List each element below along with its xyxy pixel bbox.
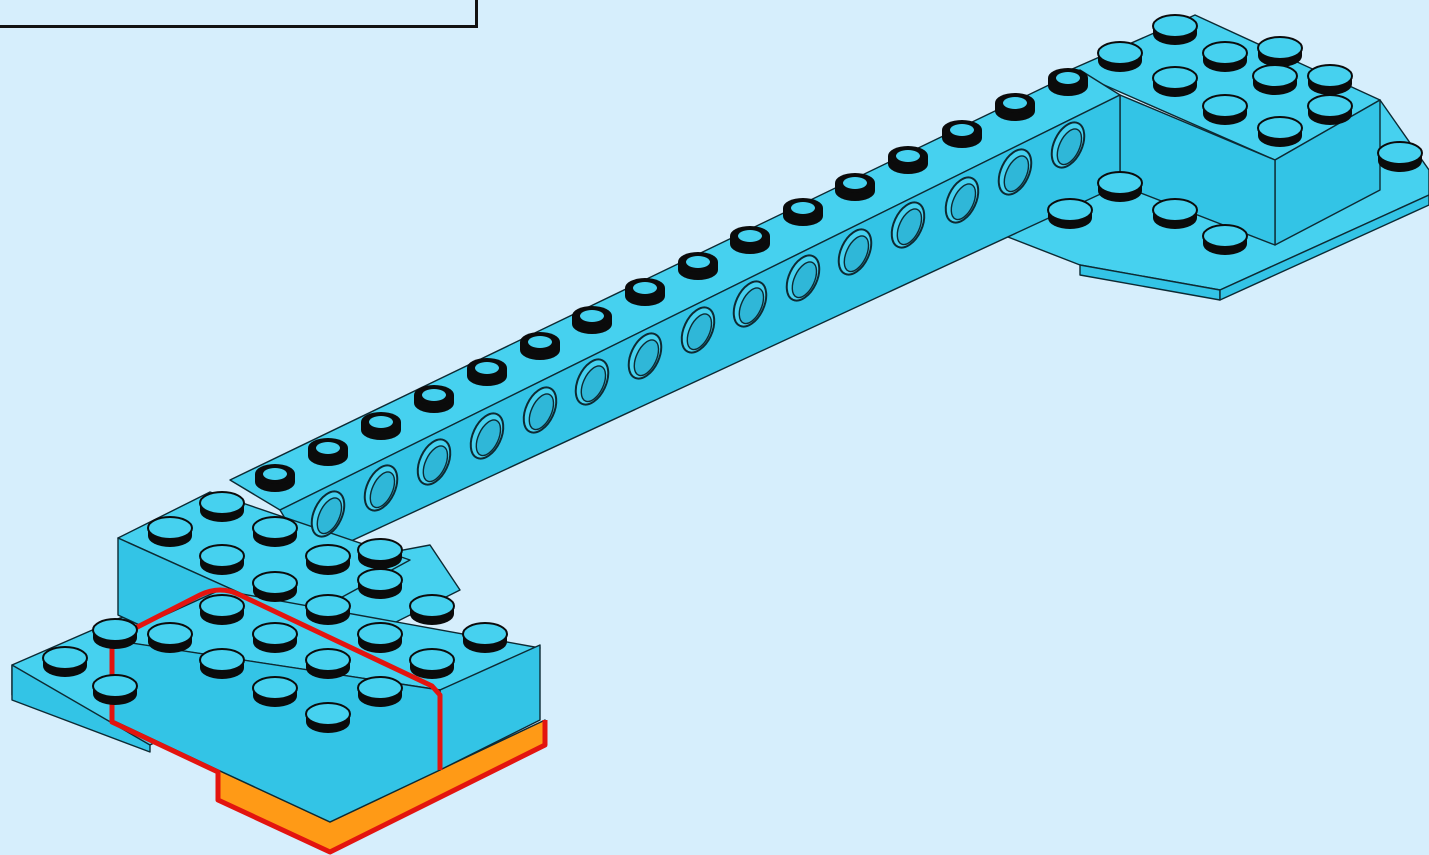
technic-beam-long [230,70,1120,560]
beam-holes [305,117,1091,541]
